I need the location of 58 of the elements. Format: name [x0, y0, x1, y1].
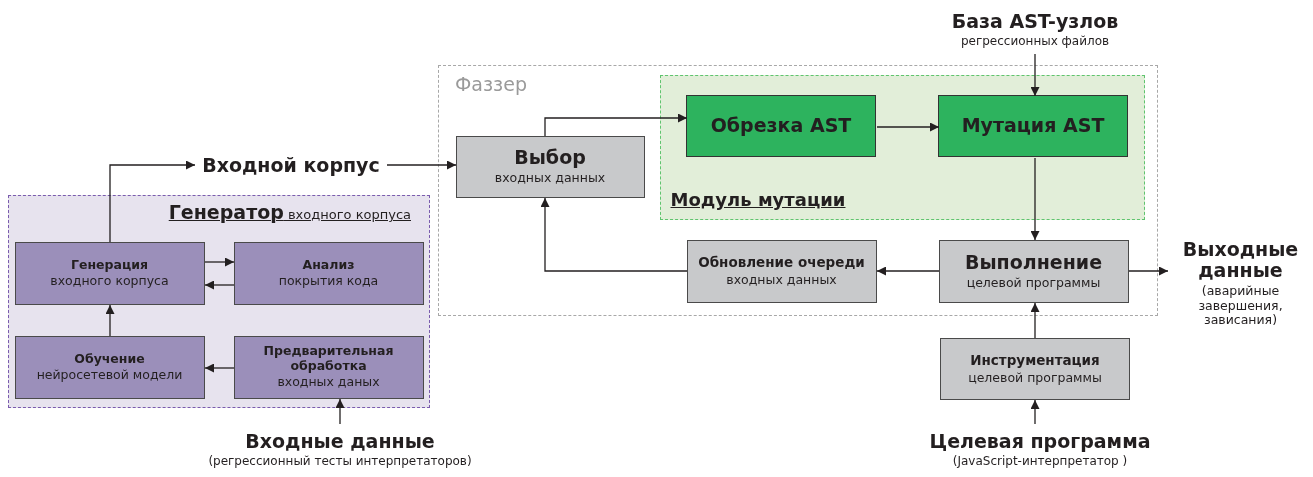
- arrow: [1030, 302, 1040, 339]
- process-box: [686, 95, 876, 157]
- process-box: [686, 239, 877, 303]
- process-box: [14, 241, 205, 305]
- arrow: [1030, 157, 1040, 241]
- arrow: [876, 266, 940, 276]
- node-title: Инструментация: [970, 353, 1100, 369]
- node-subtitle: (JavaScript-интерпретатор ): [952, 455, 1128, 469]
- process-box: [233, 241, 424, 305]
- node-title: База AST-узлов: [951, 11, 1119, 33]
- arrow: [204, 363, 235, 373]
- node-title: Обрезка AST: [710, 115, 852, 137]
- node-subtitle: целевой программы: [966, 275, 1101, 291]
- process-box: [938, 239, 1129, 303]
- node-title: Выбор: [514, 147, 586, 170]
- node-subtitle: входного корпуса: [50, 274, 169, 289]
- node-title: Анализ: [302, 257, 355, 272]
- node-subtitle: целевой программы: [968, 370, 1102, 385]
- arrow: [1128, 266, 1169, 276]
- node-title: Входной корпус: [202, 155, 380, 177]
- group-title: Фаззер: [455, 74, 527, 96]
- arrow: [1030, 53, 1040, 97]
- group-container: [659, 74, 1145, 220]
- node-title: Целевая программа: [929, 431, 1151, 453]
- node-title: Мутация AST: [961, 115, 1105, 137]
- node-title: Обучение: [74, 351, 145, 366]
- node-subtitle: регрессионных файлов: [960, 35, 1110, 49]
- process-box: [940, 338, 1130, 400]
- arrow: [109, 160, 196, 243]
- node-subtitle: нейросетевой модели: [36, 368, 183, 383]
- process-box: [233, 335, 424, 399]
- process-box: [938, 95, 1128, 157]
- arrow: [544, 113, 688, 137]
- node-title: Выполнение: [964, 251, 1103, 274]
- node-subtitle: входных даных: [277, 375, 380, 390]
- node-subtitle: (аварийные завершения, зависания): [1197, 284, 1284, 328]
- node-subtitle: (регрессионный тесты интерпретаторов): [208, 455, 472, 469]
- arrow: [540, 197, 688, 272]
- node-subtitle: покрытия кода: [278, 274, 379, 289]
- node-title: Генерация: [71, 257, 148, 272]
- arrow: [386, 160, 457, 170]
- node-title: Выходные данные: [1181, 238, 1300, 283]
- group-title: Генератор входного корпуса: [168, 202, 411, 224]
- arrow: [876, 122, 940, 132]
- process-box: [14, 335, 205, 399]
- group-title: Модуль мутации: [670, 189, 846, 211]
- arrow: [335, 398, 345, 425]
- arrow: [105, 304, 115, 337]
- node-title: Обновление очереди: [698, 255, 865, 271]
- node-subtitle: входных данных: [726, 272, 837, 287]
- group-container: [8, 195, 430, 408]
- arrow: [204, 257, 235, 267]
- process-box: [455, 135, 645, 198]
- group-container: [438, 65, 1158, 316]
- node-subtitle: входных данных: [494, 171, 606, 186]
- arrow: [204, 280, 235, 290]
- node-title: Входные данные: [245, 431, 435, 453]
- arrow: [1030, 399, 1040, 425]
